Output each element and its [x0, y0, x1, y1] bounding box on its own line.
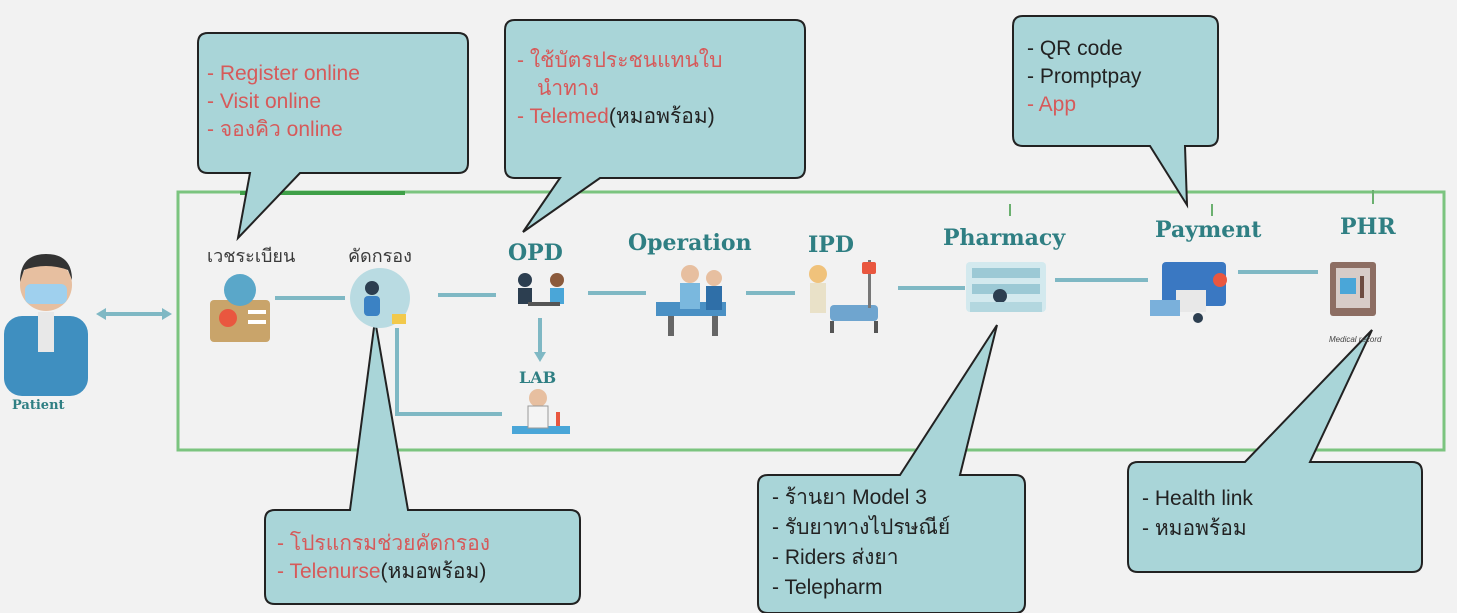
payment-icon — [1150, 262, 1227, 323]
callout-opd-text: - ใช้บัตรประชนแทนใบ นำทาง - Telemed(หมอพ… — [517, 47, 722, 131]
callout-pharmacy-line-4: - Telepharm — [772, 576, 883, 599]
callout-pharmacy-line-3: - Riders ส่งยา — [772, 546, 899, 569]
callout-phr-bubble — [1127, 329, 1423, 573]
medical-record-caption: Medical record — [1329, 335, 1382, 344]
callout-phr-line-2: - หมอพร้อม — [1142, 517, 1247, 540]
phr-icon — [1330, 262, 1376, 316]
stage-label-operation: Operation — [628, 230, 752, 256]
callout-phr-text: - Health link - หมอพร้อม — [1142, 484, 1253, 544]
callout-screening-line-2: - Telenurse — [277, 560, 381, 583]
lab-icon — [512, 389, 570, 434]
callout-opd-bubble — [504, 19, 806, 233]
pharmacy-icon — [966, 262, 1046, 312]
callout-opd-line-3-suffix: (หมอพร้อม) — [608, 105, 715, 128]
callout-opd-line-1: - ใช้บัตรประชนแทนใบ — [517, 49, 723, 72]
arrowhead-right — [162, 308, 172, 320]
callout-registration-line-3: - จองคิว online — [207, 118, 343, 141]
process-frame — [176, 190, 1446, 452]
callout-opd-line-2: นำทาง — [537, 77, 600, 100]
stage-label-phr: PHR — [1340, 214, 1396, 240]
arrowhead-down — [534, 352, 546, 362]
screening-icon — [350, 268, 410, 328]
callout-screening-line-2-suffix: (หมอพร้อม) — [380, 560, 487, 583]
callout-payment-bubble — [1012, 15, 1219, 209]
callout-payment-line-1: - QR code — [1027, 37, 1123, 60]
callout-pharmacy-text: - ร้านยา Model 3 - รับยาทางไปรษณีย์ - Ri… — [772, 483, 950, 603]
callout-screening-bubble — [264, 319, 581, 605]
tick-marks — [1009, 190, 1374, 216]
callout-registration-bubble — [197, 32, 469, 242]
registration-icon — [210, 274, 270, 342]
callout-payment-line-2: - Promptpay — [1027, 65, 1142, 88]
callout-registration-line-2: - Visit online — [207, 90, 322, 113]
stage-label-opd: OPD — [508, 240, 563, 266]
stage-label-ipd: IPD — [808, 232, 854, 258]
callout-registration-text: - Register online - Visit online - จองคิ… — [207, 60, 360, 144]
callout-pharmacy-line-1: - ร้านยา Model 3 — [772, 486, 927, 509]
flow-arrows — [100, 270, 1318, 416]
callout-phr-line-1: - Health link — [1142, 487, 1253, 510]
callout-screening-text: - โปรแกรมช่วยคัดกรอง - Telenurse(หมอพร้อ… — [277, 530, 490, 586]
stage-label-screening: คัดกรอง — [348, 246, 412, 267]
ipd-icon — [809, 260, 878, 333]
stage-label-registration: เวชระเบียน — [207, 246, 296, 267]
patient-label: Patient — [12, 398, 65, 413]
callout-payment-line-3: - App — [1027, 93, 1077, 116]
opd-icon — [518, 273, 564, 306]
operation-icon — [656, 265, 726, 336]
arrowhead-left — [96, 308, 106, 320]
callout-screening-line-1: - โปรแกรมช่วยคัดกรอง — [277, 532, 490, 555]
stage-label-payment: Payment — [1155, 217, 1262, 243]
patient-icon — [4, 254, 88, 396]
callout-pharmacy-line-2: - รับยาทางไปรษณีย์ — [772, 516, 951, 539]
frame-accent — [240, 191, 405, 195]
callout-opd-line-3: - Telemed — [517, 105, 609, 128]
arrow-heads — [96, 308, 546, 362]
arrow-screening-lab — [395, 328, 502, 416]
callout-registration-line-1: - Register online — [207, 62, 360, 85]
stage-label-pharmacy: Pharmacy — [943, 225, 1066, 251]
stage-label-lab: LAB — [519, 368, 557, 387]
callout-payment-text: - QR code - Promptpay - App — [1027, 35, 1141, 119]
